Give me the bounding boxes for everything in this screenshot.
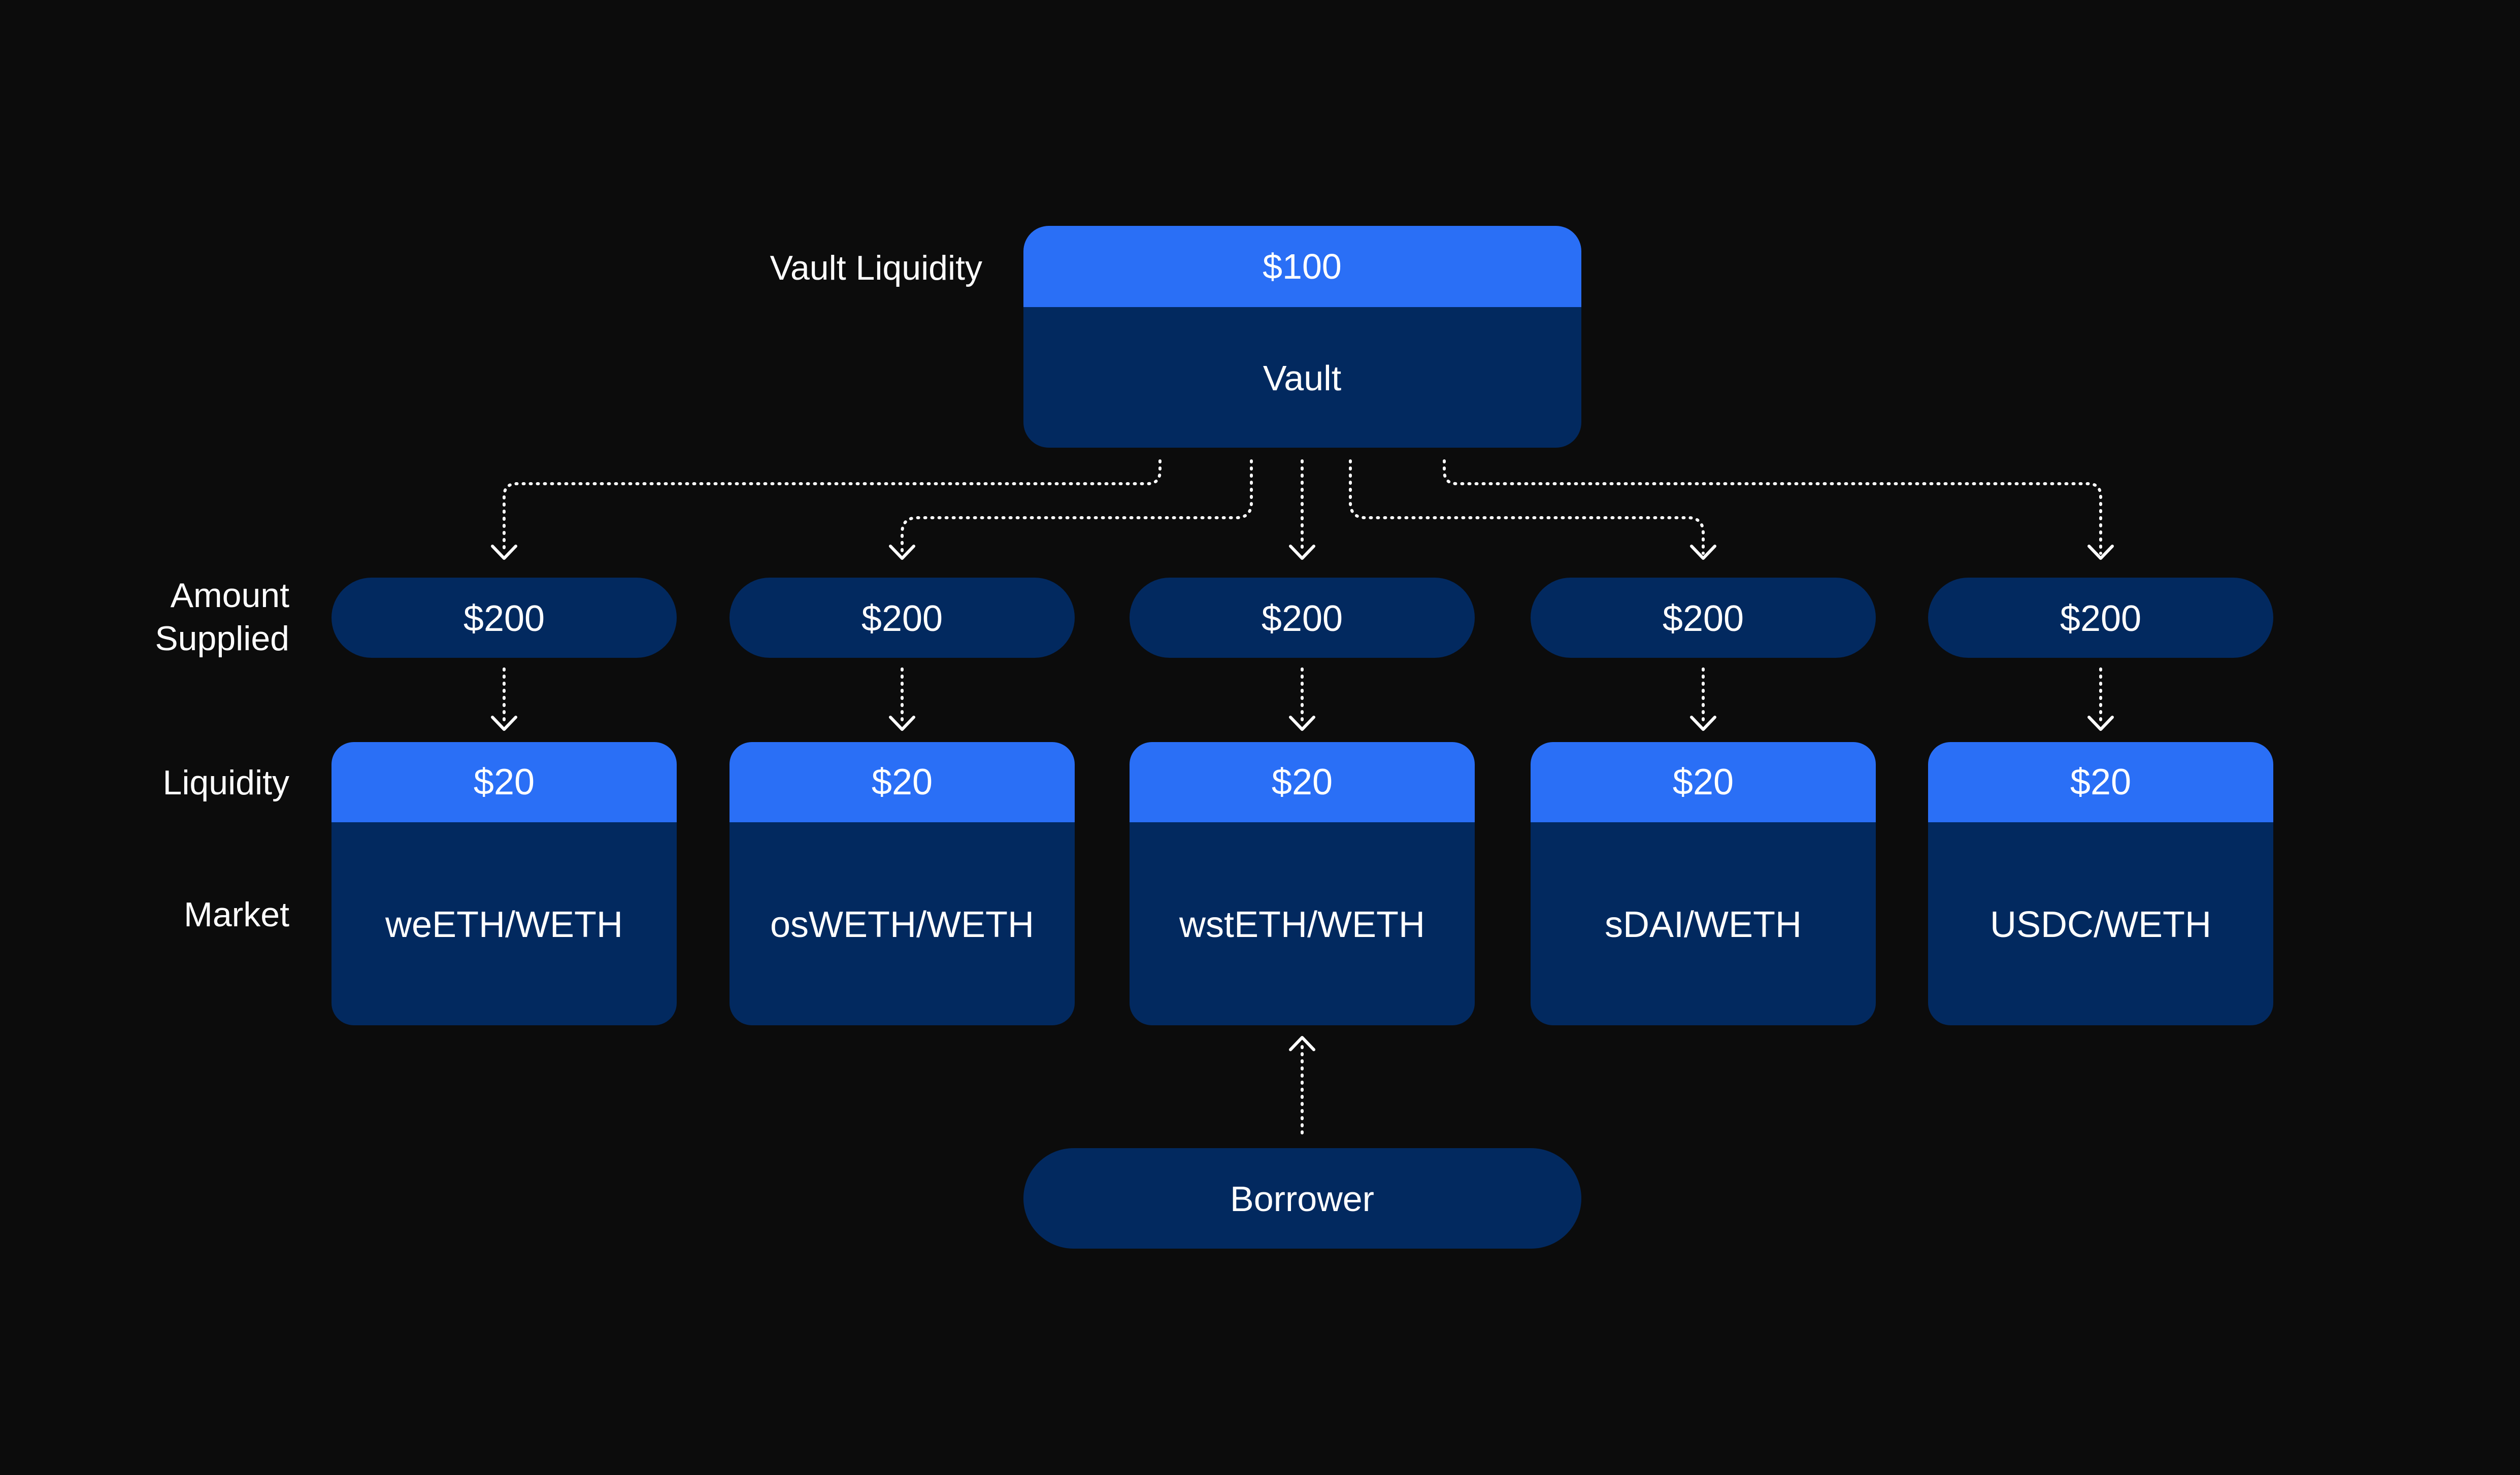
market-liquidity-value: $20 <box>1272 762 1333 802</box>
market-card-body <box>730 822 1075 1025</box>
supplied-pill <box>1130 578 1475 658</box>
vault-connectors <box>503 459 2102 555</box>
market-card-body <box>1130 822 1475 1025</box>
arrowhead-down <box>1690 716 1716 731</box>
vault-card-body <box>1023 307 1581 448</box>
market-name: sDAI/WETH <box>1605 904 1802 945</box>
arrowhead-down <box>491 716 517 731</box>
arrowhead-down-5 <box>2087 545 2114 560</box>
supplied-pill <box>1928 578 2273 658</box>
market-liquidity-value: $20 <box>2070 762 2131 802</box>
connector-vault-market-4 <box>1349 459 1705 555</box>
market-columns: $200$20weETH/WETH$200$20osWETH/WETH$200$… <box>331 578 2273 1025</box>
vault-connector-arrowheads <box>491 545 2114 560</box>
market-liquidity-value: $20 <box>1673 762 1734 802</box>
supplied-value: $200 <box>1663 598 1744 639</box>
market-name: wstETH/WETH <box>1179 904 1425 945</box>
supplied-value: $200 <box>861 598 943 639</box>
amount-supplied-label-line2: Supplied <box>155 619 289 658</box>
market-column-1: $200 $20 weETH/WETH <box>331 578 677 1025</box>
connector-vault-market-1 <box>503 459 1162 555</box>
supplied-pill <box>1531 578 1876 658</box>
market-card-header <box>1130 742 1475 822</box>
market-card-header <box>730 742 1075 822</box>
vault-name: Vault <box>1263 358 1341 398</box>
supplied-value: $200 <box>2060 598 2141 639</box>
borrower-connector <box>1289 1036 1315 1134</box>
borrower-pill <box>1023 1148 1581 1249</box>
market-name: weETH/WETH <box>385 904 623 945</box>
arrowhead-up <box>1289 1036 1315 1051</box>
vault-liquidity-label: Vault Liquidity <box>770 249 982 287</box>
connector-vault-market-2 <box>901 459 1253 555</box>
market-card-header <box>331 742 677 822</box>
arrowhead-down <box>2087 716 2114 731</box>
market-liquidity-value: $20 <box>474 762 535 802</box>
amount-supplied-label-line1: Amount <box>171 576 289 615</box>
liquidity-label: Liquidity <box>163 763 290 802</box>
arrowhead-down-4 <box>1690 545 1716 560</box>
arrowhead-down-1 <box>491 545 517 560</box>
borrower-node: Borrower <box>1023 1148 1581 1249</box>
market-card-body <box>331 822 677 1025</box>
market-card-header <box>1531 742 1876 822</box>
market-card-body <box>1928 822 2273 1025</box>
vault-liquidity-value: $100 <box>1263 247 1342 286</box>
market-column-4: $200 $20 sDAI/WETH <box>1531 578 1876 1025</box>
market-liquidity-value: $20 <box>872 762 933 802</box>
market-card-header <box>1928 742 2273 822</box>
arrowhead-down <box>1289 716 1315 731</box>
supplied-pill <box>730 578 1075 658</box>
arrowhead-down <box>889 716 915 731</box>
supplied-pill <box>331 578 677 658</box>
connector-vault-market-5 <box>1443 459 2102 555</box>
market-label: Market <box>184 895 289 934</box>
market-card-body <box>1531 822 1876 1025</box>
arrowhead-down-3 <box>1289 545 1315 560</box>
market-name: osWETH/WETH <box>770 904 1034 945</box>
vault-card: $100 Vault <box>1023 226 1581 448</box>
borrower-label: Borrower <box>1230 1179 1374 1219</box>
market-column-2: $200 $20 osWETH/WETH <box>730 578 1075 1025</box>
supplied-value: $200 <box>1262 598 1343 639</box>
market-name: USDC/WETH <box>1990 904 2211 945</box>
supplied-value: $200 <box>463 598 545 639</box>
vault-card-header <box>1023 226 1581 307</box>
arrowhead-down-2 <box>889 545 915 560</box>
market-column-3: $200 $20 wstETH/WETH <box>1130 578 1475 1025</box>
